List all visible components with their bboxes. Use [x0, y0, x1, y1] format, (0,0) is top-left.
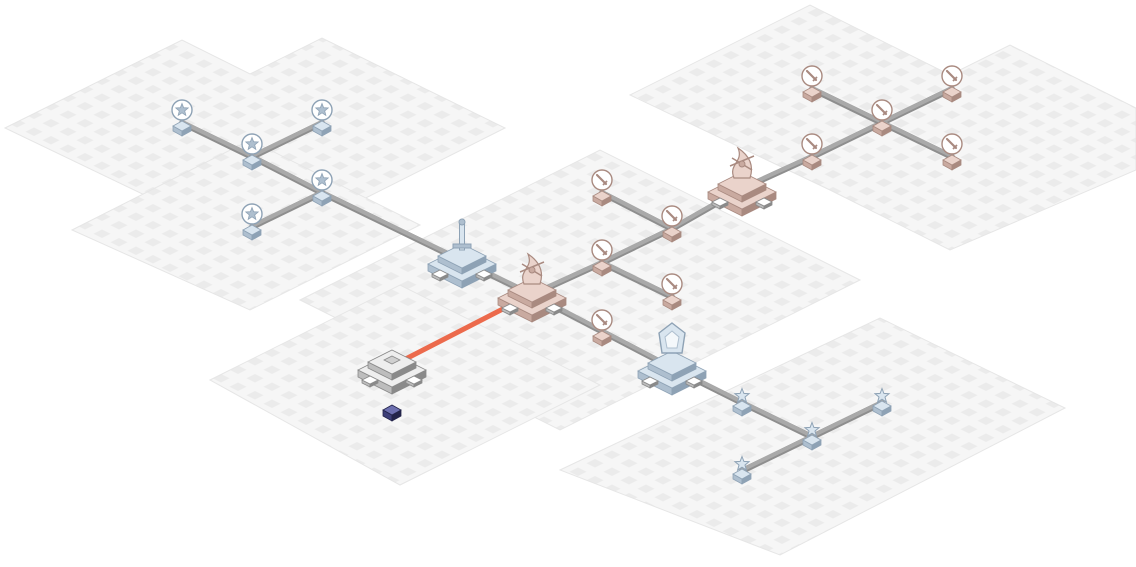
sword-orb-icon	[661, 205, 683, 227]
node-c-d[interactable]	[661, 273, 683, 311]
node-nw-e[interactable]	[241, 203, 263, 241]
sword-orb-icon	[591, 309, 613, 331]
sword-icon	[452, 218, 472, 251]
star-icon	[733, 455, 751, 472]
shrine-flame-shrine-ne[interactable]	[707, 146, 777, 217]
terrain-layer	[3, 4, 1136, 556]
node-ne-e[interactable]	[941, 133, 963, 171]
node-se-a[interactable]	[732, 387, 752, 417]
object-layer	[171, 65, 963, 485]
star-orb-icon	[241, 203, 263, 225]
node-c-e[interactable]	[591, 309, 613, 347]
path-link	[740, 400, 814, 438]
shrine-flame-shrine-center[interactable]	[497, 252, 567, 323]
path-link	[810, 86, 884, 124]
node-ne-d[interactable]	[941, 65, 963, 103]
sword-orb-icon	[941, 133, 963, 155]
shrine-crystal-shrine[interactable]	[637, 322, 707, 396]
node-ne-b[interactable]	[871, 99, 893, 137]
node-se-c[interactable]	[732, 455, 752, 485]
node-nw-b[interactable]	[241, 133, 263, 171]
path-link	[880, 86, 954, 124]
node-se-b[interactable]	[802, 421, 822, 451]
star-orb-icon	[171, 99, 193, 121]
node-se-d[interactable]	[872, 387, 892, 417]
node-nw-a[interactable]	[171, 99, 193, 137]
path-link	[320, 190, 464, 262]
node-nw-c[interactable]	[311, 99, 333, 137]
node-ne-c[interactable]	[801, 133, 823, 171]
path-link	[740, 434, 814, 472]
path-link	[180, 120, 254, 158]
shrine-start-hub[interactable]	[357, 349, 427, 395]
star-icon	[873, 387, 891, 404]
star-orb-icon	[311, 99, 333, 121]
cursor-block-icon[interactable]	[382, 404, 402, 422]
sword-orb-icon	[591, 169, 613, 191]
path-link	[600, 260, 674, 298]
sword-orb-icon	[591, 239, 613, 261]
sword-orb-icon	[871, 99, 893, 121]
path-link	[810, 120, 884, 158]
path-link	[600, 190, 674, 230]
sword-orb-icon	[801, 133, 823, 155]
path-link	[810, 400, 884, 438]
path-link	[250, 154, 324, 194]
node-c-a[interactable]	[591, 169, 613, 207]
sword-orb-icon	[941, 65, 963, 87]
sword-orb-icon	[661, 273, 683, 295]
node-c-b[interactable]	[661, 205, 683, 243]
node-nw-d[interactable]	[311, 169, 333, 207]
star-orb-icon	[311, 169, 333, 191]
flame-statue-icon	[729, 146, 755, 179]
shrine-sword-shrine[interactable]	[427, 218, 497, 289]
flame-statue-icon	[519, 252, 545, 285]
path-link	[600, 226, 674, 264]
plain-pedestal	[383, 355, 401, 365]
node-c-c[interactable]	[591, 239, 613, 277]
node-ne-a[interactable]	[801, 65, 823, 103]
path-link	[250, 190, 324, 228]
sword-orb-icon	[801, 65, 823, 87]
terrain-region-nw-lower	[70, 139, 422, 311]
path-link	[880, 120, 954, 158]
crystal-icon	[658, 322, 686, 354]
star-icon	[733, 387, 751, 404]
path-link	[250, 120, 324, 158]
star-icon	[803, 421, 821, 438]
star-orb-icon	[241, 133, 263, 155]
